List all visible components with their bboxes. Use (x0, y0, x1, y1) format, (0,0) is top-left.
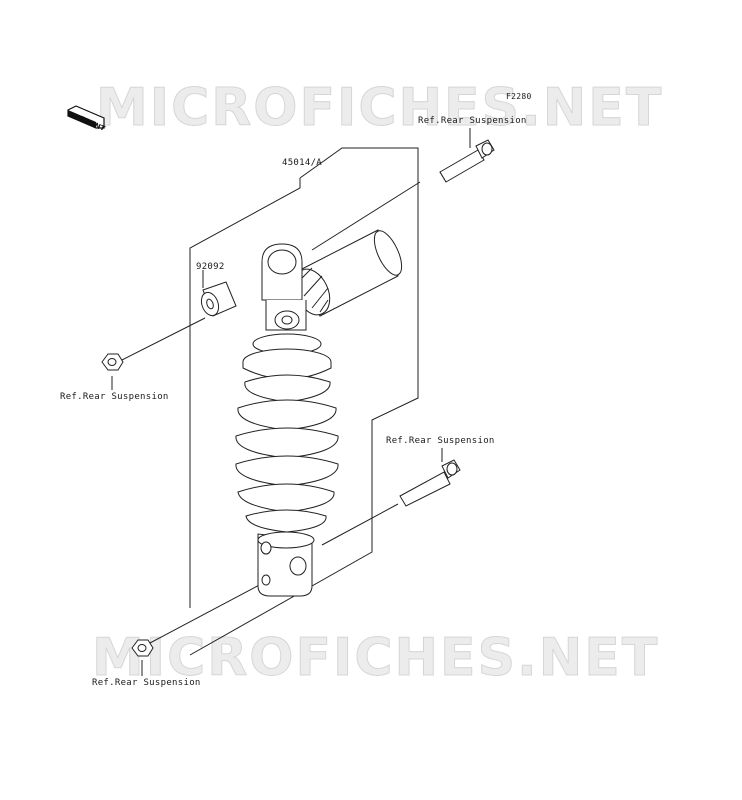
ref-rear-suspension-mid-right: Ref.Rear Suspension (386, 436, 495, 446)
top-bolt-leader (311, 181, 421, 251)
diagram-code: F2280 (506, 92, 532, 101)
bushing (200, 281, 237, 317)
top-bolt (439, 139, 495, 183)
assembly-bracket-left (189, 178, 301, 608)
reservoir (293, 229, 403, 317)
shock-head (261, 243, 307, 331)
watermark-bottom: MICROFICHES.NET (91, 628, 660, 689)
assembly-part-number: 45014/A (282, 158, 323, 168)
top-nut (101, 353, 124, 371)
coil-spring (235, 374, 339, 533)
bottom-bolt (399, 459, 461, 507)
front-arrow-icon: FRONT (67, 105, 106, 130)
ref-rear-suspension-left: Ref.Rear Suspension (60, 392, 169, 402)
top-nut-leader (117, 317, 206, 363)
bottom-bolt-leader (321, 503, 399, 546)
watermark-top: MICROFICHES.NET (95, 78, 664, 139)
assembly-bracket-right (189, 147, 419, 656)
bottom-nut (131, 639, 154, 657)
lower-clevis (257, 531, 315, 597)
ref-rear-suspension-bottom-left: Ref.Rear Suspension (92, 678, 201, 688)
spring-seat (242, 333, 332, 380)
bushing-part-number: 92092 (196, 262, 225, 272)
ref-rear-suspension-top-right: Ref.Rear Suspension (418, 116, 527, 126)
bottom-nut-leader (149, 581, 266, 644)
